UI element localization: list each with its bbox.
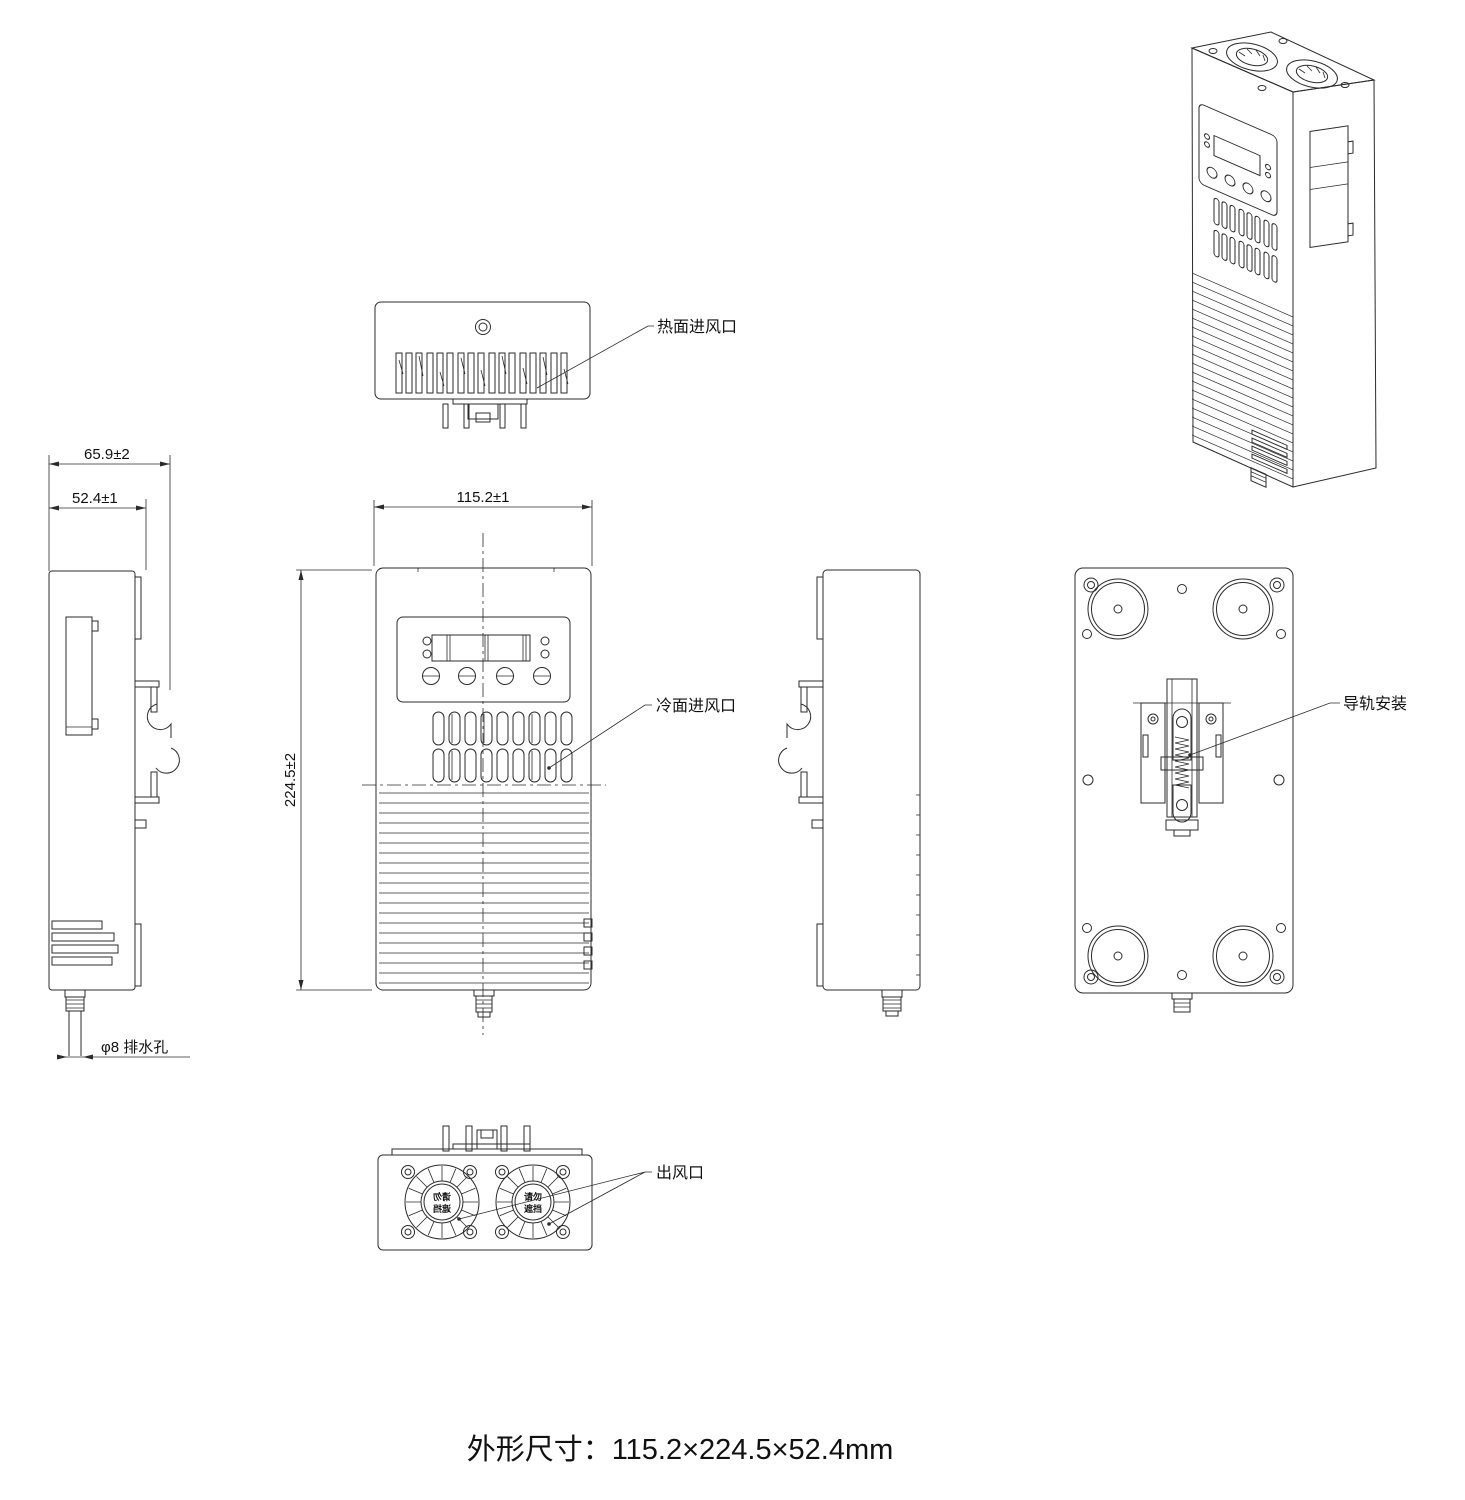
dim-body-depth-text: 52.4±1 [72, 490, 118, 507]
rail-mount-label: 导轨安装 [1343, 695, 1407, 713]
spring-icon [1174, 736, 1190, 789]
overall-size-text: 外形尺寸：115.2×224.5×52.4mm [467, 1433, 894, 1466]
dim-overall-depth-text: 65.9±2 [84, 446, 130, 463]
din-clip-right [778, 680, 824, 829]
dim-depth-overall: 65.9±2 [48, 446, 171, 690]
side-view-right [778, 569, 921, 1017]
dim-drain: φ8 排水孔 [57, 1039, 190, 1060]
iso-drain [1250, 466, 1267, 488]
cold-inlet-label: 冷面进风口 [656, 697, 736, 715]
din-rail-mount [1133, 678, 1231, 837]
cold-inlet-annotation: 冷面进风口 [547, 697, 736, 770]
side-drain-pipe [64, 989, 86, 1056]
bottom-view: 请勿 遮挡 请勿 遮挡 [377, 1125, 593, 1251]
hot-inlet-vents [395, 352, 568, 394]
front-buttons [422, 667, 551, 685]
louver-edge-notches [916, 794, 920, 976]
back-view [1074, 567, 1294, 1013]
top-view [374, 301, 591, 429]
dim-height: 224.5±2 [282, 569, 372, 991]
iso-control-panel [1198, 104, 1278, 216]
iso-side-face [1309, 125, 1354, 249]
side-louvers [51, 920, 119, 966]
iso-vents [1213, 197, 1278, 283]
top-screw-icon [475, 319, 491, 335]
isometric-view [1190, 31, 1377, 488]
fan-warning-left-line2: 遮挡 [433, 1203, 451, 1214]
drain-hole-label: φ8 排水孔 [101, 1039, 168, 1056]
back-drain [1171, 992, 1193, 1013]
fan-warning-left-line1: 请勿 [433, 1191, 451, 1202]
dim-width: 115.2±1 [373, 489, 593, 566]
dim-width-text: 115.2±1 [457, 489, 510, 506]
iso-top-fans [1208, 38, 1350, 91]
back-fan-bosses [1087, 578, 1274, 987]
front-view [362, 533, 606, 1035]
fan-warning-right-line1: 请勿 [524, 1191, 542, 1202]
din-clip [134, 680, 180, 829]
front-drain [473, 989, 495, 1018]
back-screws [1082, 577, 1286, 985]
bottom-bracket [391, 1125, 583, 1156]
fan-warning-right-line2: 遮挡 [524, 1203, 542, 1214]
air-outlet-label: 出风口 [656, 1164, 704, 1182]
hot-inlet-annotation: 热面进风口 [536, 318, 737, 389]
side-view-left [48, 570, 180, 1056]
iso-front-face [1192, 104, 1293, 488]
right-drain [881, 989, 903, 1017]
outlet-fan-left: 请勿 遮挡 [404, 1164, 480, 1240]
bottom-screws [401, 1165, 570, 1239]
dim-height-text: 224.5±2 [282, 753, 299, 807]
iso-louvers [1192, 272, 1293, 480]
cold-inlet-vents [432, 711, 573, 783]
dim-depth-body: 52.4±1 [49, 490, 147, 570]
rail-mount-annotation: 导轨安装 [1188, 695, 1407, 757]
front-control-panel [396, 616, 571, 703]
front-louvers [379, 792, 589, 984]
hot-inlet-label: 热面进风口 [657, 318, 737, 336]
air-outlet-annotation: 出风口 [457, 1164, 704, 1226]
side-connector-slot [65, 616, 93, 736]
front-display [431, 634, 531, 662]
outlet-fan-right: 请勿 遮挡 [495, 1164, 571, 1240]
